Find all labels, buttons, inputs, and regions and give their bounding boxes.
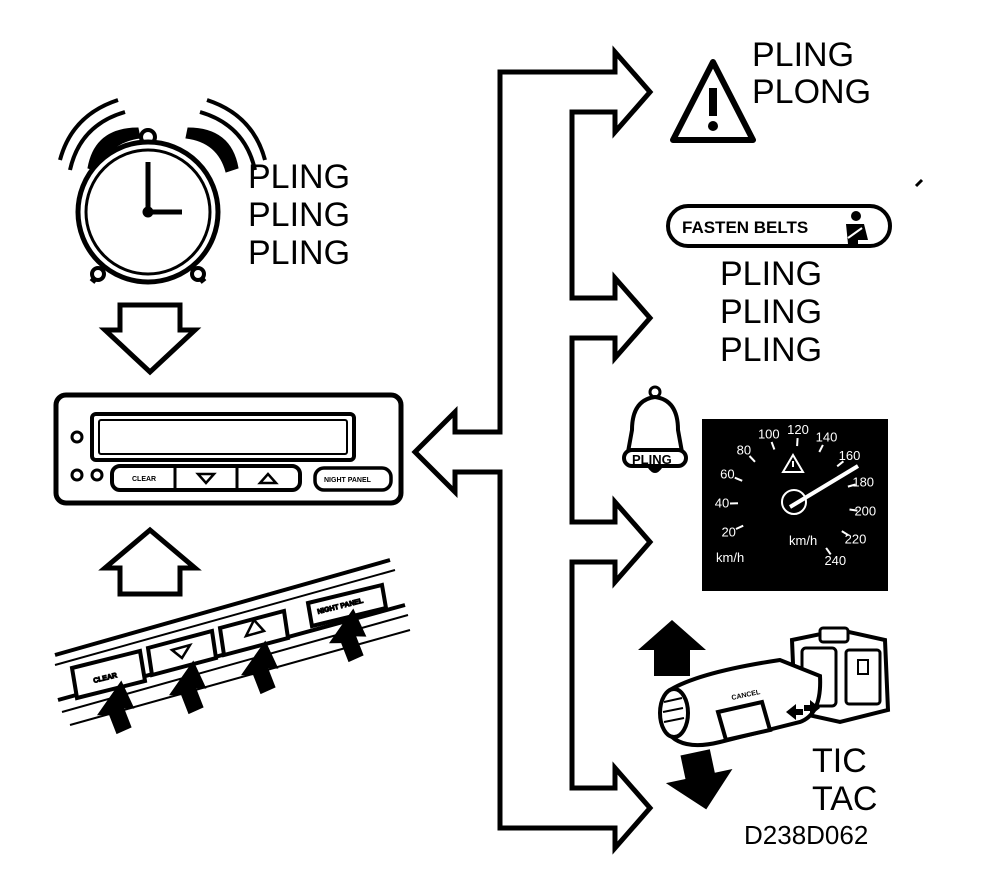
speedometer-tick-label: 80	[737, 442, 751, 457]
speedometer-tick-label: 20	[721, 524, 735, 539]
display-down-button[interactable]	[195, 472, 217, 485]
warning-sound-line-1: PLING	[752, 36, 854, 74]
press-arrow-icon	[96, 680, 135, 735]
speedometer-unit: km/h	[716, 550, 744, 565]
belt-sound-line-3: PLING	[720, 331, 822, 369]
speedometer-tick-label: 240	[824, 553, 846, 568]
display-up-button[interactable]	[257, 472, 279, 485]
warning-triangle-icon	[670, 59, 756, 143]
speedometer-tick-label: 140	[816, 430, 838, 445]
speedometer-tick-label: 120	[787, 422, 809, 437]
speedometer-tick-mark	[841, 530, 850, 537]
info-display-unit: CLEAR NIGHT PANEL	[53, 392, 404, 506]
alarm-sound-line-2: PLING	[248, 196, 350, 234]
alarm-sound-line-1: PLING	[248, 158, 350, 196]
display-night-panel-label: NIGHT PANEL	[324, 477, 372, 484]
alarm-clock-icon	[58, 98, 267, 285]
speedometer-tick-mark	[735, 524, 744, 530]
speedometer-tick-mark	[847, 483, 856, 488]
belt-sound-line-1: PLING	[720, 255, 822, 293]
press-arrow-icon	[240, 640, 279, 695]
display-clear-label: CLEAR	[132, 476, 156, 483]
dash-button-panel: CLEAR NIGHT PANEL	[54, 558, 411, 726]
belt-sound-line-2: PLING	[720, 293, 822, 331]
panel-clear-button[interactable]: CLEAR	[69, 648, 148, 701]
speedometer-tick-label: 100	[758, 427, 780, 442]
speedometer-warning-icon	[781, 453, 805, 473]
figure-code: D238D062	[744, 820, 868, 850]
speedometer-tick-mark	[796, 438, 799, 447]
display-screen	[90, 412, 356, 462]
speedometer-hub	[781, 489, 807, 515]
panel-up-button[interactable]	[217, 608, 291, 658]
arrow-down-icon	[98, 302, 202, 376]
bell-label: PLING	[632, 452, 672, 467]
indicator-sound-line-2: TAC	[812, 780, 877, 818]
speedometer-tick-mark	[825, 547, 832, 555]
press-arrow-icon	[168, 660, 207, 715]
speedometer-tick-label: 40	[715, 496, 729, 511]
speedometer-tick-mark	[770, 441, 776, 450]
branch-arrows	[411, 45, 654, 855]
speedometer-tick-label: 180	[852, 474, 874, 489]
speedometer-tick-mark	[734, 476, 743, 482]
press-arrows	[96, 608, 367, 735]
indicator-stalk-icon: CANCEL	[658, 626, 891, 747]
speedometer-tick-label: 200	[854, 504, 876, 519]
stray-mark	[914, 178, 924, 188]
speedometer-tick-mark	[836, 460, 845, 468]
stalk-down-arrow-icon	[665, 749, 733, 810]
fasten-belts-sign: FASTEN BELTS	[666, 204, 892, 248]
seatbelt-person-icon	[846, 211, 868, 244]
stalk-up-arrow-icon	[638, 620, 706, 676]
display-clear-button[interactable]: CLEAR	[132, 476, 156, 483]
indicator-sound-line-1: TIC	[812, 742, 867, 780]
speedometer-odo-label: km/h	[789, 533, 817, 548]
speedometer-needle	[788, 464, 860, 509]
warning-sound-line-2: PLONG	[752, 73, 871, 111]
speedometer-tick-mark	[849, 508, 858, 512]
alarm-sound-line-3: PLING	[248, 234, 350, 272]
speedometer-tick-label: 220	[845, 532, 867, 547]
speedometer-tick-mark	[748, 455, 756, 463]
display-night-panel-button[interactable]: NIGHT PANEL	[313, 466, 393, 492]
speedometer-tick-mark	[818, 444, 824, 453]
speedometer-tick-label: 160	[839, 448, 861, 463]
press-arrow-icon	[328, 608, 367, 663]
fasten-belts-label: FASTEN BELTS	[682, 218, 808, 237]
panel-down-button[interactable]	[145, 628, 219, 678]
speedometer-tick-label: 60	[720, 467, 734, 482]
bell-icon: PLING	[622, 385, 688, 473]
arrow-up-icon	[98, 526, 202, 597]
